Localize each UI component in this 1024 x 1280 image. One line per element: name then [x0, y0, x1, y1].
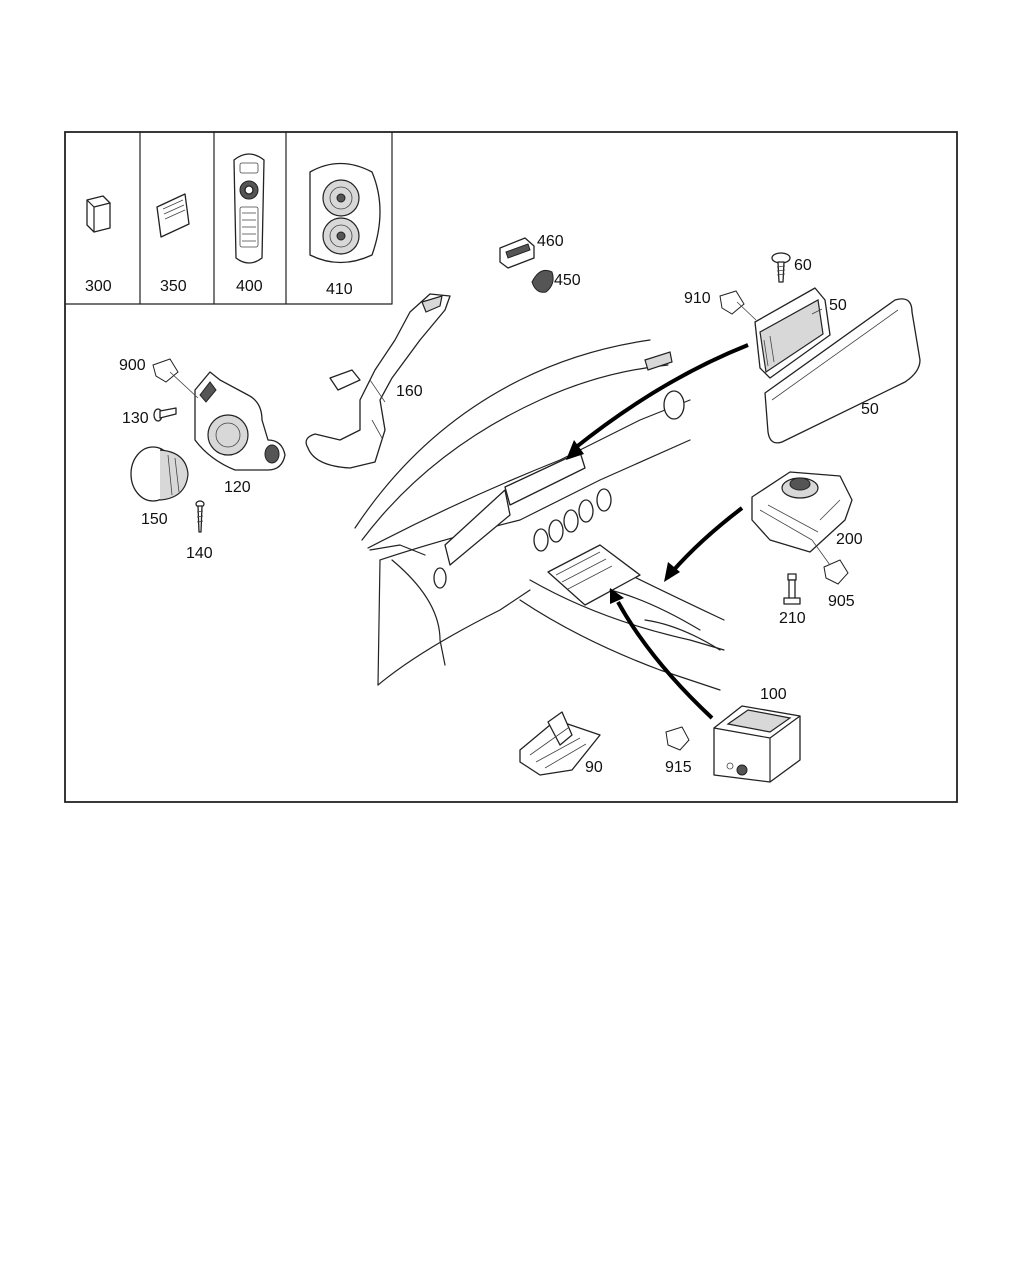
- part-300-icon: [86, 195, 111, 233]
- callout-60: 60: [794, 257, 812, 274]
- callout-50-panel: 50: [861, 401, 879, 418]
- callout-130: 130: [122, 410, 149, 427]
- assembly-arrows: [566, 343, 749, 720]
- callout-200: 200: [836, 531, 863, 548]
- part-900-tag-icon: [152, 358, 179, 383]
- callout-140: 140: [186, 545, 213, 562]
- callout-labels: 300 350 400 410 460 450 60 910 50 50 900…: [85, 233, 879, 776]
- part-60-screw-icon: [771, 252, 791, 283]
- arrow-controller-to-console: [670, 506, 744, 574]
- callout-460: 460: [537, 233, 564, 250]
- callout-450: 450: [554, 272, 581, 289]
- part-50-glass-panel-icon: [764, 298, 921, 444]
- callout-905: 905: [828, 593, 855, 610]
- part-100-head-unit-icon: [713, 705, 801, 783]
- callout-160: 160: [396, 383, 423, 400]
- part-150-cover-icon: [130, 446, 189, 502]
- part-210-bolt-icon: [783, 573, 801, 605]
- leader-lines: [169, 301, 831, 566]
- part-910-tag-icon: [719, 290, 745, 315]
- arrow-headunit-to-console: [616, 601, 714, 720]
- diagram-frame: [64, 131, 958, 803]
- callout-120: 120: [224, 479, 251, 496]
- part-410-speaker-icon: [309, 162, 381, 264]
- callout-410: 410: [326, 281, 353, 298]
- part-200-controller-icon: [751, 471, 853, 553]
- arrow-display-to-dash: [573, 343, 749, 450]
- part-160-duct-icon: [305, 293, 451, 469]
- part-400-remote-icon: [233, 153, 265, 264]
- inset-panel: [64, 131, 393, 305]
- callout-90: 90: [585, 759, 603, 776]
- callout-150: 150: [141, 511, 168, 528]
- callout-300: 300: [85, 278, 112, 295]
- part-140-screw-icon: [195, 500, 205, 533]
- part-905-tag-icon: [823, 559, 849, 585]
- part-915-tag-icon: [665, 726, 690, 751]
- dashboard-illustration: [354, 339, 725, 691]
- callout-400: 400: [236, 278, 263, 295]
- callout-915: 915: [665, 759, 692, 776]
- callout-50-display: 50: [829, 297, 847, 314]
- part-130-screw-icon: [153, 407, 177, 422]
- part-350-icon: [156, 193, 190, 238]
- callout-910: 910: [684, 290, 711, 307]
- callout-900: 900: [119, 357, 146, 374]
- part-120-housing-icon: [194, 371, 286, 471]
- part-450-icon: [531, 269, 554, 293]
- part-460-icon: [499, 237, 535, 269]
- callout-350: 350: [160, 278, 187, 295]
- part-50-display-icon: [754, 287, 831, 379]
- callout-210: 210: [779, 610, 806, 627]
- part-90-bracket-icon: [519, 711, 601, 776]
- callout-100: 100: [760, 686, 787, 703]
